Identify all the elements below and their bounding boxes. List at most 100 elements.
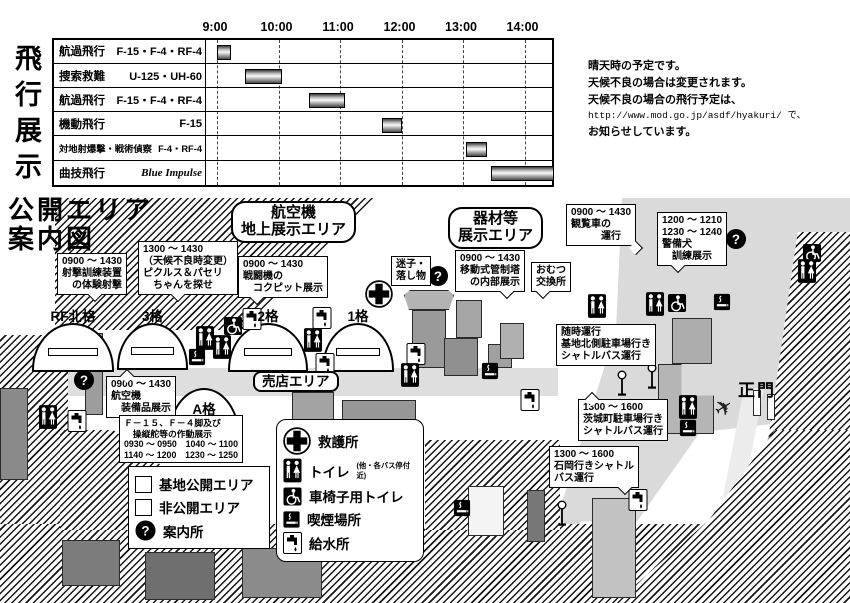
bus-stop-icon bbox=[617, 370, 628, 398]
callout-line: 観覧車の bbox=[571, 219, 611, 230]
hangar-label: 1格 bbox=[347, 309, 369, 324]
building bbox=[500, 323, 524, 359]
callout-line: 随時運行 bbox=[561, 327, 601, 338]
time-label: 12:00 bbox=[383, 20, 416, 34]
svg-text:?: ? bbox=[80, 373, 88, 388]
hangar-door bbox=[48, 347, 98, 356]
gridline bbox=[340, 40, 341, 185]
schedule-bar bbox=[381, 117, 402, 133]
toilet-icon bbox=[195, 326, 215, 351]
callout-line: 1300 〜 1600 bbox=[583, 402, 644, 413]
building bbox=[753, 390, 761, 416]
legend-item: トイレ(他・各バス停付近) bbox=[283, 458, 417, 483]
gridline bbox=[278, 40, 280, 185]
callout-line: 移動式管制塔 bbox=[460, 265, 520, 276]
callout-line: コクピット展示 bbox=[243, 283, 323, 294]
weather-note-line: 天候不良の場合は変更されます。 bbox=[588, 77, 752, 90]
building bbox=[444, 338, 478, 376]
callout-line: 落し物 bbox=[396, 271, 426, 282]
gridline bbox=[401, 40, 403, 185]
callout-line: おむつ bbox=[536, 265, 566, 276]
svg-text:?: ? bbox=[141, 523, 149, 538]
schedule-side-title: 飛行展示 bbox=[11, 44, 41, 188]
callout-line: 航空機 bbox=[111, 391, 141, 402]
schedule-bar bbox=[309, 93, 346, 109]
callout-line: Ｆ－１５、Ｆ－４脚及び bbox=[124, 418, 221, 428]
toilet-icon bbox=[797, 259, 817, 284]
legend-item: 車椅子用トイレ bbox=[283, 486, 417, 506]
toilet-icon bbox=[645, 292, 665, 317]
map-title: 公開エリア 案内図 bbox=[8, 195, 153, 255]
water-station-icon bbox=[312, 307, 332, 329]
legend-facilities: 救護所トイレ(他・各バス停付近) 車椅子用トイレ喫煙場所給水所 bbox=[276, 419, 424, 562]
callout-line: ちゃんを探せ bbox=[143, 280, 213, 291]
diaper-change-note: おむつ交換所 bbox=[531, 262, 571, 300]
open-square-icon bbox=[135, 475, 152, 493]
building bbox=[0, 388, 28, 480]
water-station-icon bbox=[283, 532, 302, 554]
label-column-divider bbox=[205, 40, 206, 185]
legend-label: 案内所 bbox=[163, 524, 204, 540]
legend-label: 給水所 bbox=[309, 537, 350, 552]
schedule-aircraft: F-4・RF-4 bbox=[158, 144, 202, 155]
information-icon: ? bbox=[73, 369, 95, 391]
shuttle-north-note: 随時運行基地北側駐車場行きシャトルバス運行 bbox=[556, 324, 656, 366]
map-title-line: 案内図 bbox=[8, 224, 96, 255]
wheelchair-toilet-icon bbox=[223, 316, 243, 336]
smoking-area-icon bbox=[283, 510, 300, 528]
callout-line: 戦闘機の bbox=[243, 271, 283, 282]
water-station-icon bbox=[242, 308, 262, 330]
building bbox=[456, 300, 482, 338]
callout-line: 0900 〜 1430 bbox=[111, 379, 172, 390]
wheelchair-toilet-icon bbox=[802, 243, 822, 263]
gridline bbox=[217, 40, 218, 185]
callout-line: 警備犬 bbox=[662, 239, 692, 250]
wheelchair-toilet-icon bbox=[283, 486, 302, 506]
legend-note: (他・各バス停付近) bbox=[356, 460, 411, 480]
information-icon: ? bbox=[725, 228, 747, 250]
legend-label: 救護所 bbox=[318, 435, 359, 450]
schedule-event-name: 対地射爆撃・戦術偵察 bbox=[59, 144, 152, 155]
information-icon: ? bbox=[135, 520, 156, 541]
toilet-icon bbox=[283, 458, 302, 483]
hangar-label: 3格 bbox=[141, 309, 164, 324]
building bbox=[404, 290, 454, 310]
smoking-area-icon bbox=[679, 419, 697, 437]
legend-item: ? 案内所 bbox=[135, 520, 263, 541]
callout-line: 1200 〜 1210 bbox=[662, 215, 723, 226]
first-aid-icon bbox=[283, 427, 311, 455]
toilet-icon bbox=[400, 363, 420, 388]
hangar-door bbox=[243, 347, 293, 356]
callout-line: の体験射撃 bbox=[62, 280, 122, 291]
time-label: 13:00 bbox=[445, 20, 477, 34]
legend-label: 基地公開エリア bbox=[159, 478, 254, 493]
callout-line: 迷子・ bbox=[396, 259, 426, 270]
smoking-area-icon bbox=[453, 499, 471, 517]
smoking-area-icon bbox=[713, 293, 731, 311]
schedule-bar bbox=[217, 45, 232, 61]
callout-line: 1140 〜 1200 1230 〜 1250 bbox=[124, 449, 238, 460]
legend-label: 車椅子用トイレ bbox=[309, 490, 404, 505]
building bbox=[767, 394, 775, 420]
water-station-icon bbox=[520, 389, 540, 411]
schedule-event-name: 捜索救難 bbox=[59, 70, 105, 83]
callout-line: 操縦舵等の作動展示 bbox=[124, 428, 212, 439]
building bbox=[672, 318, 712, 364]
first-aid-icon bbox=[365, 280, 393, 308]
legend-item: 喫煙場所 bbox=[283, 509, 417, 529]
weather-note-line: 晴天時の予定です。 bbox=[588, 60, 686, 72]
toilet-icon bbox=[303, 328, 323, 353]
weather-note-url: http://www.mod.go.jp/asdf/hyakuri/ で、 bbox=[588, 110, 807, 122]
callout-line: 訓練展示 bbox=[662, 251, 712, 262]
water-station-icon bbox=[628, 489, 648, 511]
